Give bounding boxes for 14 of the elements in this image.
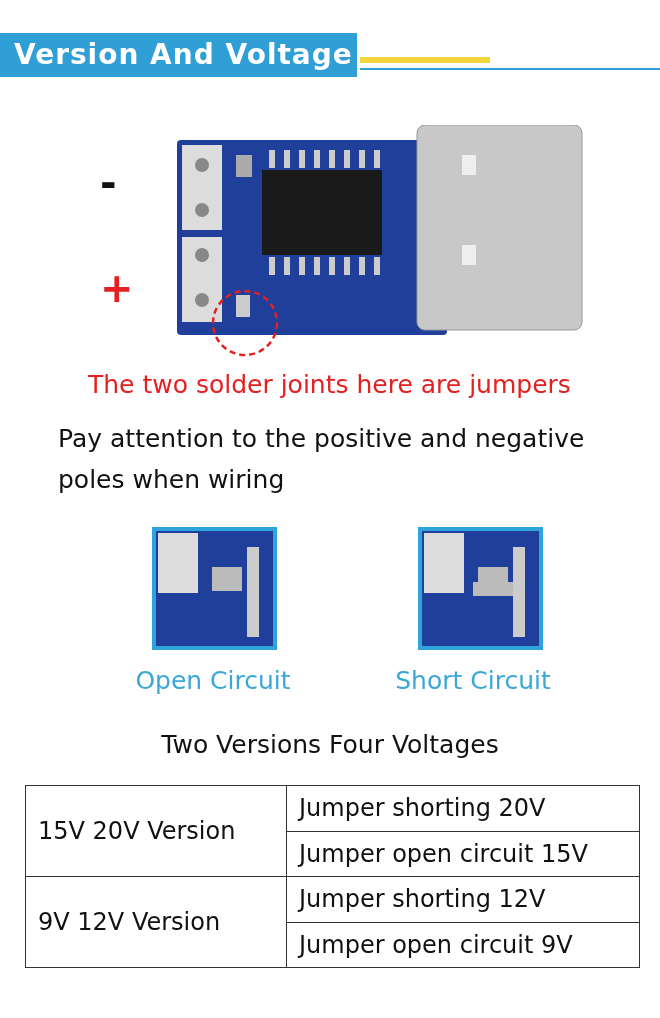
table-cell: Jumper shorting 12V [286, 876, 640, 922]
table-cell: Jumper open circuit 15V [286, 831, 640, 877]
polarity-sign: - [100, 160, 117, 206]
polarity-sign: + [100, 265, 134, 311]
section-heading: Version And Voltage [0, 33, 357, 77]
photo-caption: Open Circuit [134, 666, 292, 695]
table-heading: Two Versions Four Voltages [160, 730, 500, 759]
note-text: Pay attention to the positive and negative poles when wiring [58, 423, 586, 496]
table-cell: Jumper open circuit 9V [286, 922, 640, 968]
table-cell: Jumper shorting 20V [286, 785, 640, 831]
table-cell: 15V 20V Version [25, 785, 287, 877]
photo-caption: Short Circuit [394, 666, 552, 695]
callout-text: The two solder joints here are jumpers [88, 370, 571, 399]
table-cell: 9V 12V Version [25, 876, 287, 968]
